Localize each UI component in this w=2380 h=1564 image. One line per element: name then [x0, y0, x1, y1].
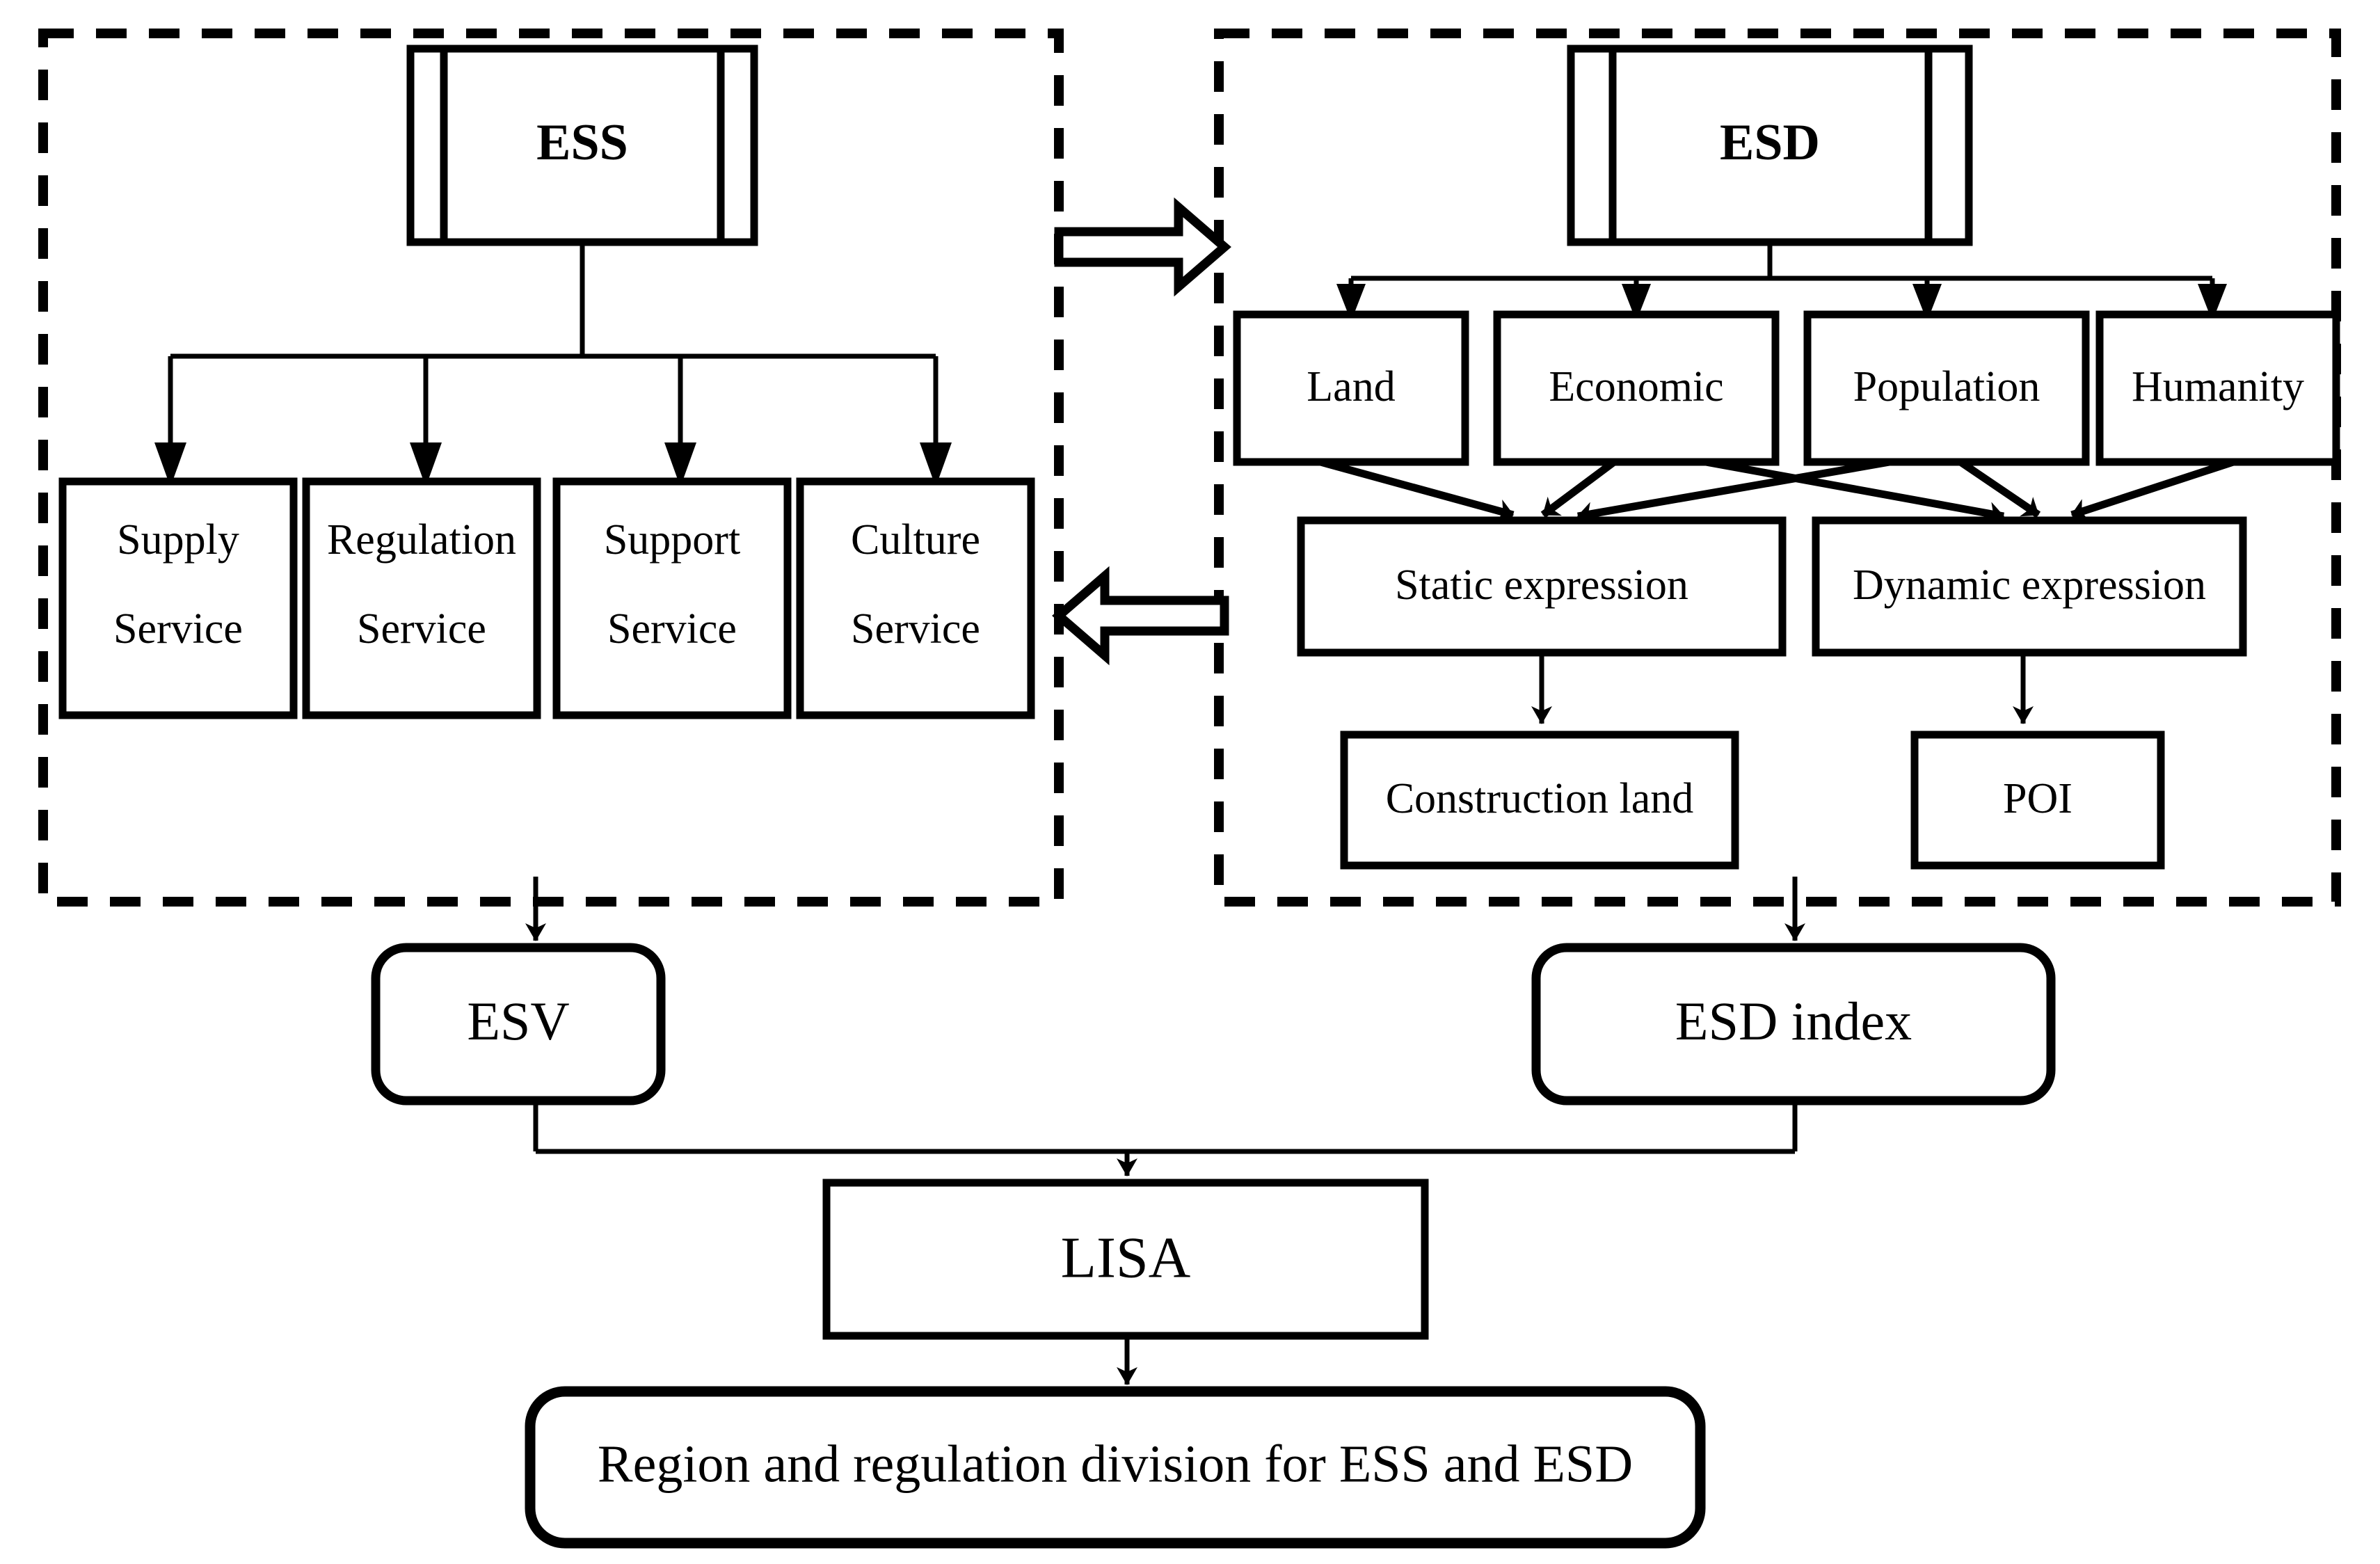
esd-tree-arrowheads	[1336, 284, 2227, 321]
service-label-line2: Service	[357, 605, 486, 653]
result-label: Region and regulation division for ESS a…	[598, 1435, 1633, 1493]
expression-label-dynamic: Dynamic expression	[1853, 561, 2206, 609]
ess-node	[406, 45, 758, 246]
service-box	[302, 477, 541, 719]
esd-node	[1567, 45, 1973, 246]
service-label-line2: Service	[851, 605, 980, 653]
lisa-box	[822, 1179, 1429, 1340]
panel-to-result-arrows	[525, 877, 1805, 941]
ess-panel-border	[38, 29, 1064, 907]
service-label-line2: Service	[607, 605, 737, 653]
output-boxes	[1340, 731, 2165, 870]
factor-label-economic: Economic	[1549, 363, 1723, 410]
service-box	[796, 477, 1035, 719]
ess-label: ESS	[536, 114, 628, 171]
output-label-poi: POI	[2003, 775, 2072, 822]
service-box	[552, 477, 792, 719]
output-box	[1910, 731, 2165, 870]
esd-label: ESD	[1720, 114, 1820, 171]
factor-box	[1493, 310, 1780, 466]
factor-box	[1233, 310, 1469, 466]
esd-panel-border	[1214, 29, 2341, 907]
service-box	[58, 477, 298, 719]
factor-label-land: Land	[1307, 363, 1395, 410]
ess-tree-arrowheads	[154, 442, 952, 487]
esv-box	[371, 943, 666, 1106]
output-box	[1340, 731, 1739, 870]
ess-tree-connectors	[168, 242, 939, 451]
merge-to-lisa-connectors	[533, 1101, 1798, 1176]
factor-to-expression-arrows	[1319, 458, 2235, 526]
service-label-line1: Regulation	[327, 516, 516, 564]
factor-label-population: Population	[1853, 363, 2040, 410]
service-label-line1: Culture	[851, 516, 980, 564]
expression-to-output-arrows	[1531, 653, 2034, 724]
service-label-line2: Service	[113, 605, 243, 653]
expression-box	[1812, 516, 2247, 657]
service-label-line1: Support	[604, 516, 740, 564]
expression-label-static: Static expression	[1395, 561, 1688, 609]
ess-service-boxes	[58, 477, 1035, 719]
esd-to-ess-block-arrow	[1052, 566, 1229, 666]
factor-box	[2095, 310, 2340, 466]
result-box	[525, 1386, 1706, 1549]
esv-label: ESV	[467, 991, 569, 1051]
factor-label-humanity: Humanity	[2132, 363, 2304, 410]
esd-index-label: ESD index	[1675, 991, 1912, 1051]
factor-box	[1803, 310, 2090, 466]
lisa-label: LISA	[1061, 1225, 1191, 1290]
esd-factor-boxes	[1233, 310, 2340, 466]
ess-to-esd-block-arrow	[1054, 197, 1231, 297]
service-label-line1: Supply	[117, 516, 239, 564]
output-label-construction-land: Construction land	[1386, 775, 1694, 822]
